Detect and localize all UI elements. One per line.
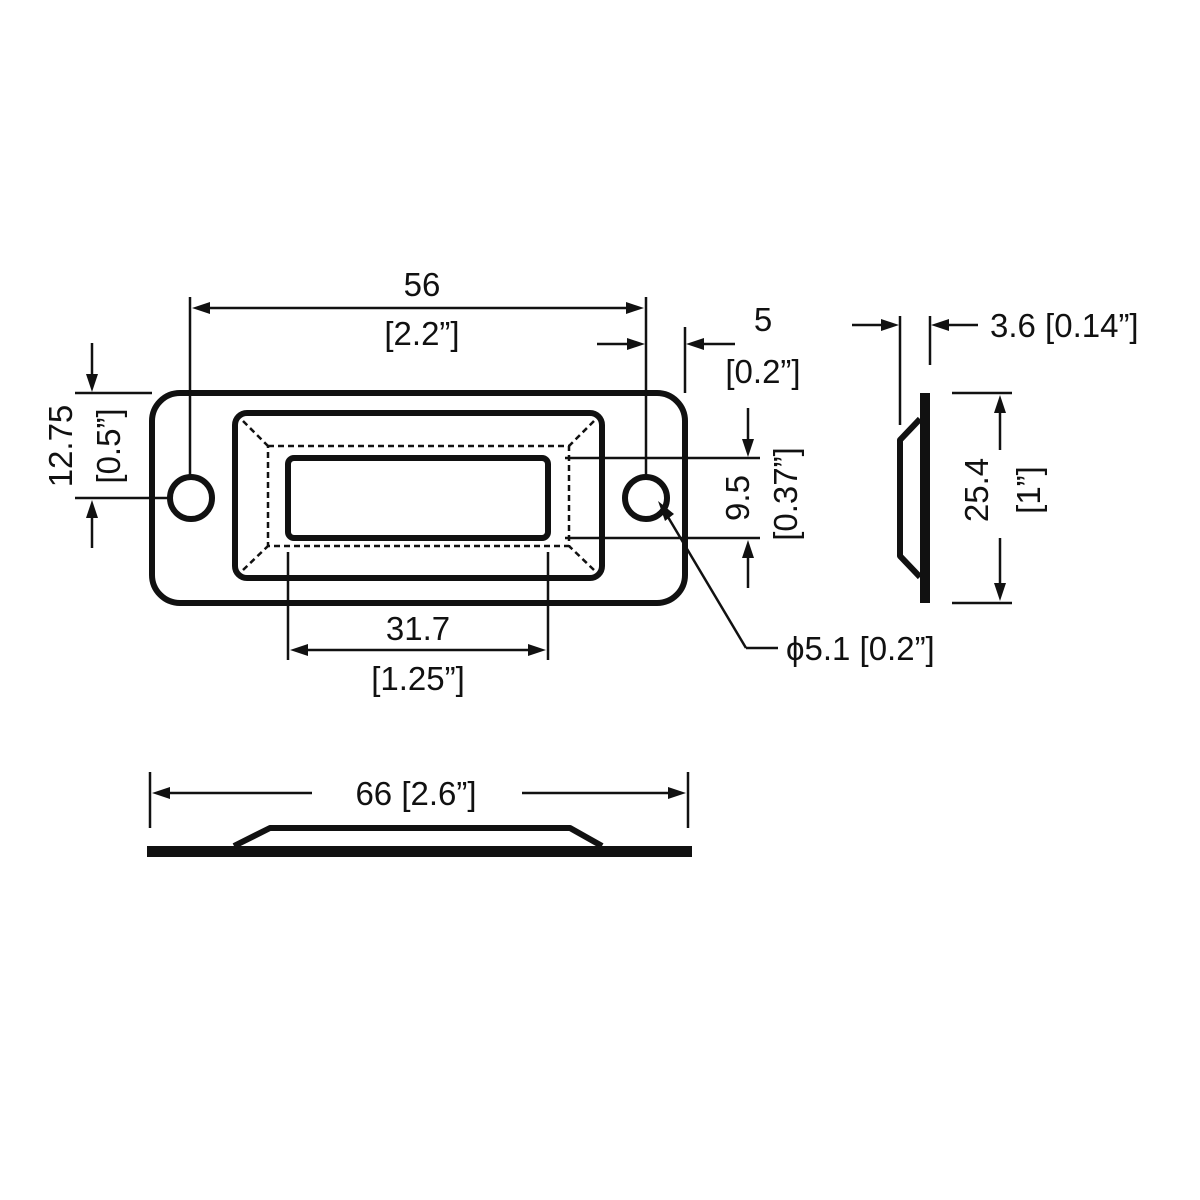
bottom-flange [147,846,692,857]
side-profile [897,416,923,580]
hidden-corner-line [242,420,269,447]
arrowhead [931,319,949,331]
opening-outline [285,455,551,541]
dimension-overall-length: 66 [2.6”] [148,772,690,828]
side-flange [920,393,930,603]
plate-height-imperial: [1”] [1010,466,1047,514]
recess-outline [232,410,605,581]
arrowhead [994,583,1006,601]
overall-length-label: 66 [2.6”] [355,775,476,812]
arrowhead [528,644,546,656]
dimension-opening-width: 31.7 [1.25”] [286,552,550,697]
arrowhead [626,302,644,314]
mounting-hole-left [167,474,215,522]
arrowhead [86,500,98,518]
plate-outline [149,390,688,606]
side-view [897,393,930,603]
arrowhead [658,501,674,521]
hole-spacing-metric: 56 [404,266,441,303]
hole-height-metric: 12.75 [42,405,79,488]
arrowhead [994,395,1006,413]
opening-width-imperial: [1.25”] [371,660,465,697]
arrowhead [881,319,899,331]
arrowhead [742,540,754,558]
arrowhead [86,374,98,392]
hidden-corner-line [568,545,595,571]
hole-spacing-imperial: [2.2”] [384,315,459,352]
dimension-hole-edge-offset: 5 [0.2”] [597,301,801,393]
arrowhead [152,787,170,799]
opening-height-imperial: [0.37”] [767,447,804,541]
dimension-hole-spacing: 56 [2.2”] [188,266,648,476]
hole-diameter-label: ϕ5.1 [0.2”] [786,630,935,667]
hidden-corner-line [568,420,595,447]
leader-line [666,516,748,649]
hole-height-imperial: [0.5”] [90,408,127,483]
plate-height-metric: 25.4 [958,458,995,522]
arrowhead [290,644,308,656]
front-view [149,390,688,606]
arrowhead [192,302,210,314]
bottom-profile [232,825,604,849]
hole-edge-offset-imperial: [0.2”] [725,353,800,390]
dimension-plate-height: 25.4 [1”] [952,391,1047,605]
thickness-label: 3.6 [0.14”] [990,307,1139,344]
dimension-hole-height: 12.75 [0.5”] [42,343,170,548]
opening-width-metric: 31.7 [386,610,450,647]
dimension-thickness: 3.6 [0.14”] [852,307,1139,425]
opening-height-metric: 9.5 [719,475,756,521]
dimension-opening-height: 9.5 [0.37”] [565,408,804,588]
hidden-corner-line [242,545,269,571]
dimension-hole-diameter: ϕ5.1 [0.2”] [658,501,935,667]
arrowhead [686,338,704,350]
arrowhead [627,338,645,350]
bottom-view [147,825,692,857]
hidden-slope-edge [266,444,571,548]
mounting-hole-right [622,474,670,522]
arrowhead [668,787,686,799]
arrowhead [742,439,754,457]
hole-edge-offset-metric: 5 [754,301,772,338]
